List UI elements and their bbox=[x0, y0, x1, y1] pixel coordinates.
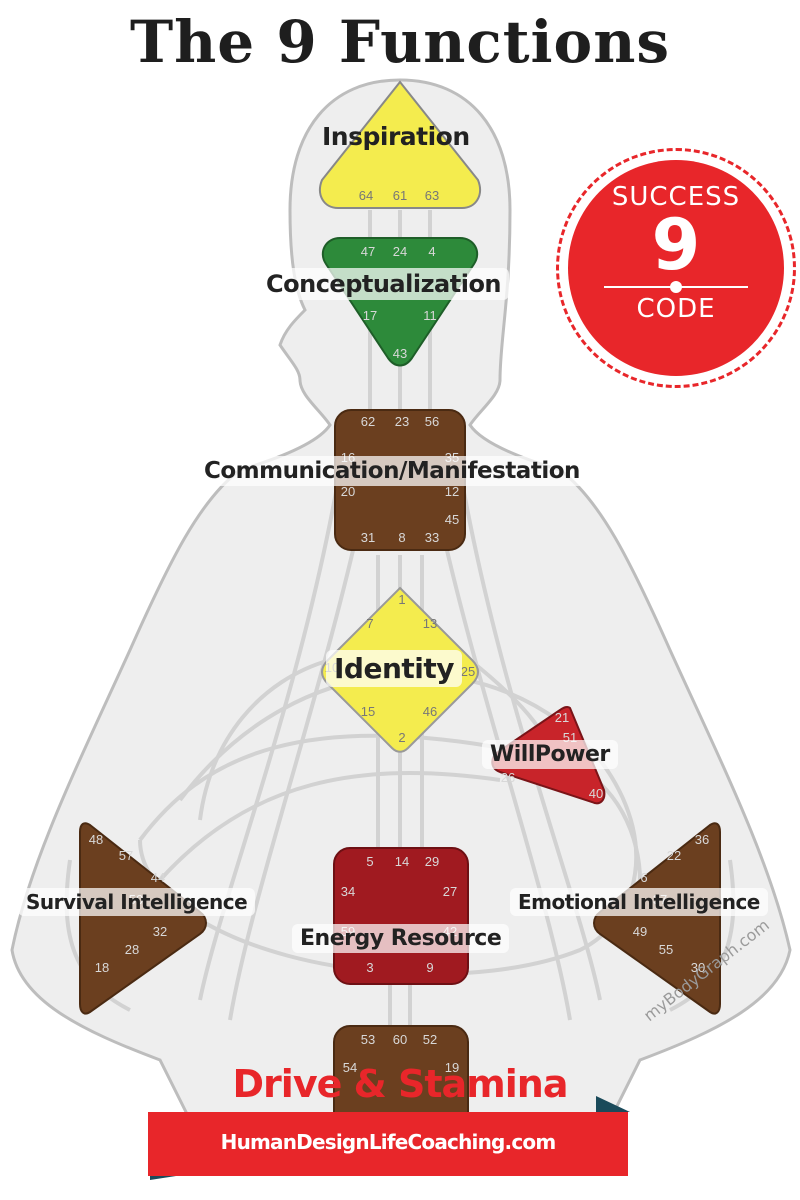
root-gate-number: 60 bbox=[392, 1032, 408, 1047]
spleen-gate-number: 44 bbox=[150, 870, 166, 885]
sacral-gate-number: 27 bbox=[442, 884, 458, 899]
ego-gate-number: 21 bbox=[554, 710, 570, 725]
g-gate-number: 25 bbox=[460, 664, 476, 679]
success-code-badge: SUCCESS 9 CODE bbox=[568, 160, 784, 376]
sacral-label: Energy Resource bbox=[292, 924, 510, 953]
throat-gate-number: 62 bbox=[360, 414, 376, 429]
sacral-gate-number: 3 bbox=[366, 960, 374, 975]
sacral-gate-number: 29 bbox=[424, 854, 440, 869]
head-gate-number: 64 bbox=[358, 188, 374, 203]
head-label: Inspiration bbox=[322, 122, 470, 151]
badge-dot bbox=[670, 281, 682, 293]
website-url: HumanDesignLifeCoaching.com bbox=[220, 1130, 557, 1154]
spleen-gate-number: 28 bbox=[124, 942, 140, 957]
sacral-gate-number: 9 bbox=[426, 960, 434, 975]
solar-plexus-label: Emotional Intelligence bbox=[510, 888, 768, 916]
website-banner: HumanDesignLifeCoaching.com bbox=[148, 1112, 628, 1176]
solar-gate-number: 30 bbox=[690, 960, 706, 975]
spleen-gate-number: 18 bbox=[94, 960, 110, 975]
badge-line2: CODE bbox=[636, 294, 716, 324]
g-gate-number: 46 bbox=[422, 704, 438, 719]
throat-gate-number: 31 bbox=[360, 530, 376, 545]
throat-gate-number: 12 bbox=[444, 484, 460, 499]
g-gate-number: 1 bbox=[398, 592, 406, 607]
ego-label: WillPower bbox=[482, 740, 618, 769]
throat-gate-number: 23 bbox=[394, 414, 410, 429]
g-gate-number: 13 bbox=[422, 616, 438, 631]
badge-number: 9 bbox=[651, 204, 701, 286]
g-gate-number: 15 bbox=[360, 704, 376, 719]
ego-gate-number: 40 bbox=[588, 786, 604, 801]
solar-plexus-center bbox=[593, 822, 721, 1015]
head-center bbox=[319, 80, 481, 209]
solar-gate-number: 55 bbox=[658, 942, 674, 957]
ajna-label: Conceptualization bbox=[258, 268, 510, 300]
sacral-gate-number: 34 bbox=[340, 884, 356, 899]
root-gate-number: 54 bbox=[342, 1060, 358, 1075]
solar-gate-number: 36 bbox=[694, 832, 710, 847]
spleen-gate-number: 32 bbox=[152, 924, 168, 939]
solar-gate-number: 6 bbox=[640, 870, 648, 885]
ajna-gate-number: 4 bbox=[428, 244, 436, 259]
head-gate-number: 63 bbox=[424, 188, 440, 203]
badge-line1: SUCCESS bbox=[611, 182, 741, 212]
throat-label: Communication/Manifestation bbox=[196, 456, 588, 486]
ajna-gate-number: 47 bbox=[360, 244, 376, 259]
head-gate-number: 61 bbox=[392, 188, 408, 203]
ajna-gate-number: 43 bbox=[392, 346, 408, 361]
g-gate-number: 7 bbox=[366, 616, 374, 631]
sacral-gate-number: 5 bbox=[366, 854, 374, 869]
spleen-center bbox=[79, 822, 207, 1015]
solar-gate-number: 22 bbox=[666, 848, 682, 863]
ajna-gate-number: 17 bbox=[362, 308, 378, 323]
throat-gate-number: 33 bbox=[424, 530, 440, 545]
throat-gate-number: 8 bbox=[398, 530, 406, 545]
root-gate-number: 53 bbox=[360, 1032, 376, 1047]
solar-gate-number: 49 bbox=[632, 924, 648, 939]
badge-ring bbox=[556, 148, 796, 388]
throat-gate-number: 56 bbox=[424, 414, 440, 429]
page-title: The 9 Functions bbox=[129, 8, 671, 76]
throat-gate-number: 45 bbox=[444, 512, 460, 527]
spleen-gate-number: 48 bbox=[88, 832, 104, 847]
ego-gate-number: 26 bbox=[500, 770, 516, 785]
spleen-gate-number: 57 bbox=[118, 848, 134, 863]
g-label: Identity bbox=[326, 650, 463, 687]
throat-gate-number: 20 bbox=[340, 484, 356, 499]
ajna-gate-number: 11 bbox=[423, 308, 437, 323]
root-gate-number: 19 bbox=[444, 1060, 460, 1075]
root-label: Drive & Stamina bbox=[232, 1062, 569, 1106]
root-gate-number: 52 bbox=[422, 1032, 438, 1047]
spleen-label: Survival Intelligence bbox=[18, 888, 256, 916]
ajna-gate-number: 24 bbox=[392, 244, 408, 259]
banner-fold bbox=[596, 1096, 630, 1112]
g-gate-number: 2 bbox=[398, 730, 406, 745]
sacral-gate-number: 14 bbox=[394, 854, 410, 869]
